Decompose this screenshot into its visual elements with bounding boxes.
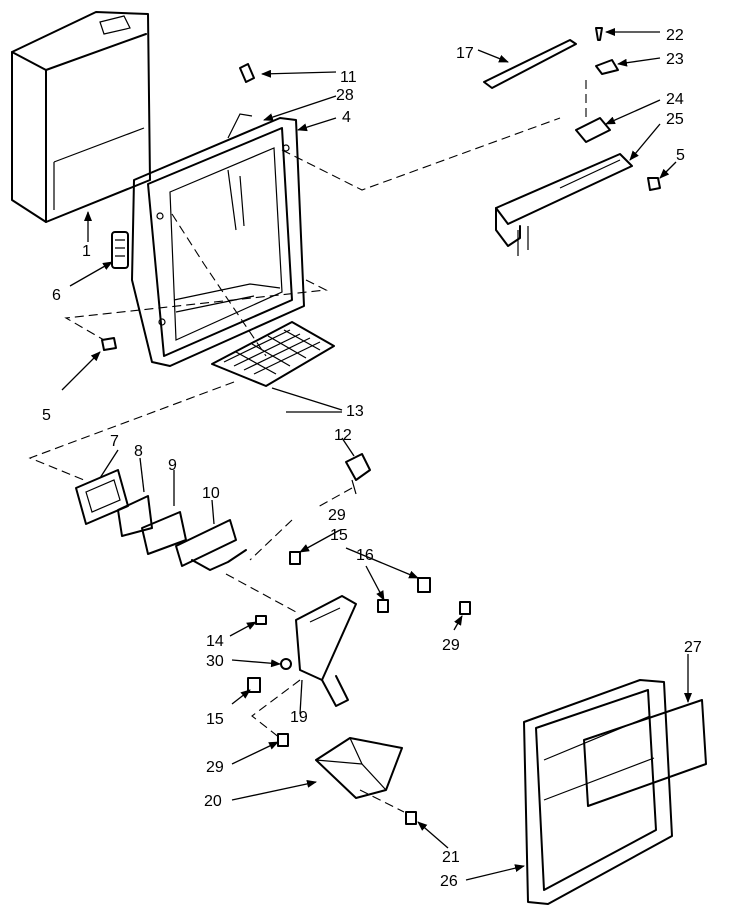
callout-16: 16 [356,547,374,564]
part-23-clip [595,59,619,75]
part-29-screw-c [277,733,289,747]
callout-13: 13 [346,403,364,420]
part-14 [255,615,267,625]
part-30 [280,658,292,670]
part-29-screw-a [289,551,301,565]
callout-23: 23 [666,51,684,68]
part-25-bracket [495,153,633,256]
part-6-grille [111,231,129,269]
callout-17: 17 [456,45,474,62]
callout-6: 6 [52,287,61,304]
part-10 [175,519,247,571]
part-17-bar [483,39,577,89]
callout-22: 22 [666,27,684,44]
callout-25: 25 [666,111,684,128]
callout-labels: 1 11 28 4 6 5 13 12 17 22 23 24 25 5 7 8… [42,27,702,890]
callout-4: 4 [342,109,351,126]
callout-1: 1 [82,243,91,260]
callout-11: 11 [340,69,357,86]
callout-9: 9 [168,457,177,474]
part-16 [377,599,389,613]
part-13-grid-panel [211,321,335,387]
part-29-screw-b [459,601,471,615]
part-1-cover [11,11,151,223]
part-4-housing-frame [131,113,305,367]
callout-27: 27 [684,639,702,656]
callout-26: 26 [440,873,458,890]
callout-20: 20 [204,793,222,810]
callout-5-right: 5 [676,147,685,164]
part-12 [345,453,371,495]
assembly-lines [28,80,587,813]
callout-21: 21 [442,849,460,866]
part-20-chute [315,737,403,799]
part-8 [117,495,153,537]
part-15-upper [417,577,431,593]
leader-lines [61,28,692,881]
callout-7: 7 [110,433,119,450]
callout-8: 8 [134,443,143,460]
callout-24: 24 [666,91,684,108]
part-15-lower [247,677,261,693]
callout-29-bottom: 29 [206,759,224,776]
callout-15-top: 15 [330,527,348,544]
callout-15-bottom: 15 [206,711,224,728]
callout-14: 14 [206,633,224,650]
callout-30: 30 [206,653,224,670]
part-24-plate [575,117,611,143]
callout-28: 28 [336,87,354,104]
part-5-screw-right [647,177,661,191]
part-19-lever [295,595,357,707]
callout-19: 19 [290,709,308,726]
callout-29-top: 29 [328,507,346,524]
part-21-screw [405,811,417,825]
callout-10: 10 [202,485,220,502]
part-22-screw [595,27,603,41]
part-26-door-frame [523,679,673,905]
part-9 [141,511,187,555]
part-7 [75,469,129,525]
part-5-screw-left [101,337,117,351]
part-11 [239,63,255,83]
part-27-panel [583,699,707,807]
callout-29-right: 29 [442,637,460,654]
callout-5-left: 5 [42,407,51,424]
callout-12: 12 [334,427,352,444]
